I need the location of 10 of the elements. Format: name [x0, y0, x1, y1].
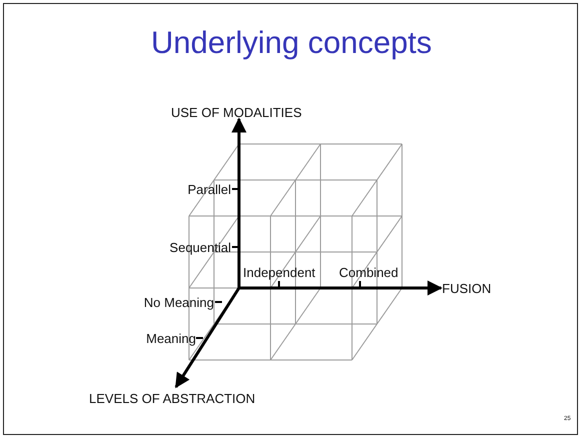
axis-tick-label: Combined [339, 266, 398, 279]
axis-title: USE OF MODALITIES [171, 106, 302, 119]
axis-tick-label: Independent [243, 266, 316, 279]
axis-tick-label: No Meaning [144, 296, 214, 309]
axis-tick-label: Meaning [146, 332, 196, 345]
axis-title: FUSION [442, 282, 492, 295]
axis-tick-label: Sequential [170, 241, 231, 254]
slide-title: Underlying concepts [150, 26, 433, 60]
axis-title: LEVELS OF ABSTRACTION [89, 392, 256, 405]
axis-tick-label: Parallel [188, 183, 231, 196]
